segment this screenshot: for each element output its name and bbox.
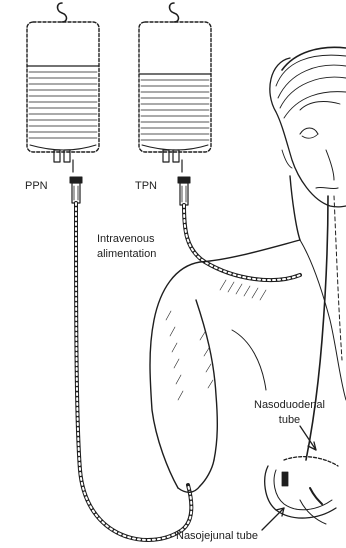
patient-body bbox=[150, 176, 346, 492]
intravenous-label-line2: alimentation bbox=[97, 247, 156, 262]
chest-shading bbox=[166, 280, 266, 400]
tpn-label: TPN bbox=[135, 180, 157, 193]
nasoduodenal-label-line2: tube bbox=[254, 413, 325, 428]
patient-head bbox=[270, 47, 346, 207]
tpn-bag bbox=[139, 3, 211, 172]
ppn-label: PPN bbox=[25, 180, 48, 193]
nasoduodenal-arrow bbox=[300, 426, 316, 450]
ppn-drip-chamber bbox=[70, 177, 82, 203]
nasojejunal-arrow bbox=[262, 508, 284, 530]
tpn-tubing bbox=[184, 205, 300, 280]
intravenous-alimentation-label: Intravenous alimentation bbox=[97, 232, 156, 262]
intravenous-label-line1: Intravenous bbox=[97, 232, 156, 247]
nasojejunal-tube-label: Nasojejunal tube bbox=[176, 530, 258, 543]
nasoduodenal-label-line1: Nasoduodenal bbox=[254, 398, 325, 413]
tpn-drip-chamber bbox=[178, 177, 190, 205]
nasoduodenal-tube-label: Nasoduodenal tube bbox=[254, 398, 325, 428]
stomach-intestine bbox=[265, 457, 338, 524]
ppn-bag bbox=[27, 3, 99, 172]
